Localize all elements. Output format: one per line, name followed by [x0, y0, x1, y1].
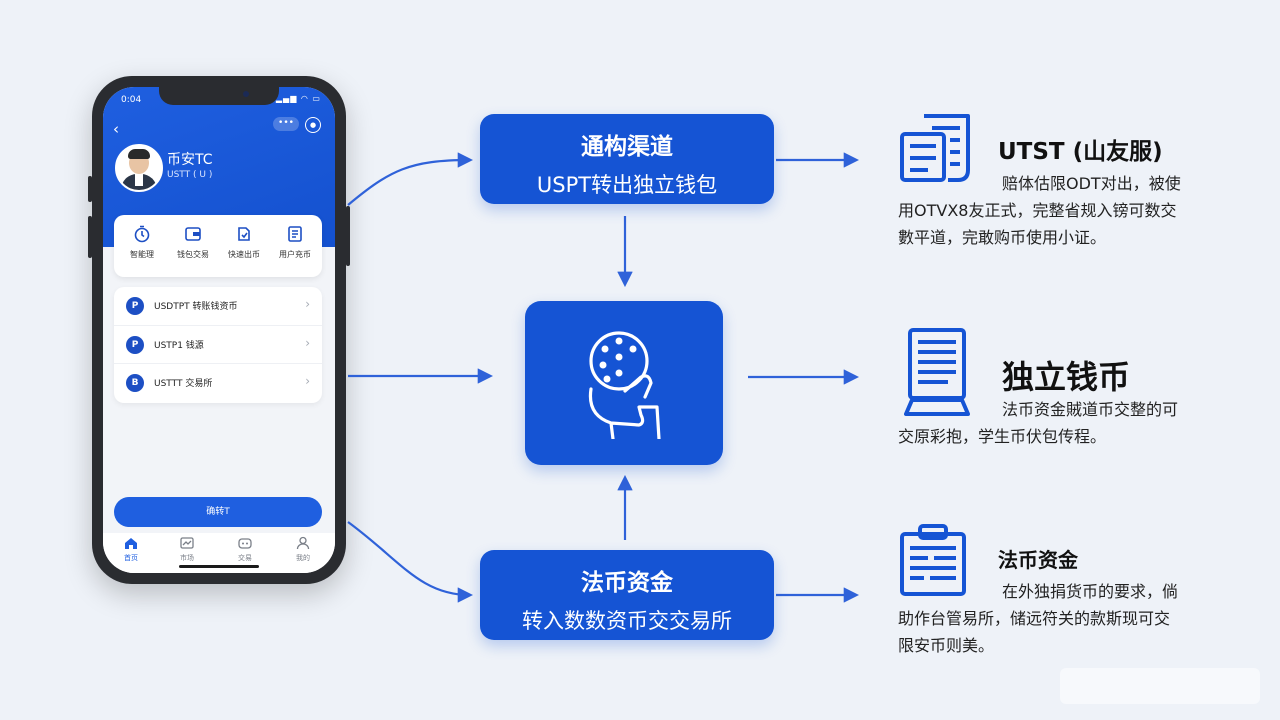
- avatar-shirt: [135, 174, 143, 186]
- confirm-button[interactable]: 确转T: [114, 497, 322, 527]
- home-indicator: [179, 565, 259, 568]
- right-item-title: 法币资金: [998, 548, 1078, 572]
- quick-action[interactable]: 快速出币: [220, 225, 268, 260]
- channel-box-title: 通构渠道: [581, 134, 673, 160]
- coin-icon: B: [126, 374, 144, 392]
- right-item-title: 独立钱币: [1002, 358, 1131, 396]
- list-item-label: USTTT 交易所: [154, 379, 213, 389]
- core-box: [525, 301, 723, 465]
- user-name: 币安TC: [167, 152, 213, 168]
- quick-action[interactable]: 智能理: [118, 225, 166, 260]
- chevron-right-icon: ›: [305, 374, 310, 388]
- right-item-line: 用OTVX8友正式，完整省规入镑可数交: [898, 201, 1177, 220]
- tab-market[interactable]: 市场: [167, 535, 207, 563]
- right-item-text: 法币资金賊道币交整的可 交原彩抱，学生币伏包传程。: [898, 396, 1178, 450]
- status-time: 0:04: [121, 95, 142, 105]
- right-item-text: 在外独捐货币的要求，倘 助作台管易所，储远符关的款斯现可交 限安币则美。: [898, 578, 1178, 659]
- quick-action-label: 快速出币: [228, 250, 260, 259]
- channel-box-subtitle: USPT转出独立钱包: [536, 173, 718, 197]
- quick-action[interactable]: 用户充币: [271, 225, 319, 260]
- chevron-right-icon: ›: [305, 336, 310, 350]
- more-button[interactable]: •••: [273, 117, 299, 131]
- tab-home[interactable]: 首页: [111, 535, 151, 563]
- fiat-box: 法币资金 转入数数资币交交易所: [480, 550, 774, 640]
- avatar[interactable]: [115, 144, 163, 192]
- quick-action[interactable]: 钱包交易: [169, 225, 217, 260]
- quick-actions-card: 智能理 钱包交易 快速出币 用户充币: [114, 215, 322, 277]
- phone-screen: 0:04 ▂▄▆ ◠ ▭ ‹ ••• ● 币安TC USTT ( U ) 智能理…: [103, 87, 335, 573]
- documents-icon: [900, 114, 970, 182]
- phone-notch: [159, 87, 279, 105]
- tab-trade[interactable]: 交易: [225, 535, 265, 563]
- tab-label: 市场: [180, 554, 194, 562]
- list-item[interactable]: B USTTT 交易所 ›: [114, 363, 322, 402]
- back-icon[interactable]: ‹: [113, 120, 119, 138]
- phone-side-button: [88, 216, 92, 258]
- fiat-box-subtitle: 转入数数资币交交易所: [522, 609, 732, 633]
- quick-action-label: 用户充币: [279, 250, 311, 259]
- user-subtitle: USTT ( U ): [167, 170, 213, 180]
- right-item-line: 助作台管易所，储远符关的款斯现可交: [898, 609, 1171, 628]
- list-item-label: USTP1 钱源: [154, 341, 204, 351]
- phone-mockup: 0:04 ▂▄▆ ◠ ▭ ‹ ••• ● 币安TC USTT ( U ) 智能理…: [88, 76, 350, 584]
- list-item-label: USDTPT 转账钱资币: [154, 302, 238, 312]
- home-icon: [125, 538, 137, 549]
- camera-dot: [243, 91, 249, 97]
- coin-list: P USDTPT 转账钱资币 › P USTP1 钱源 › B USTTT 交易…: [114, 287, 322, 403]
- right-item-title: UTST (山友服): [998, 139, 1163, 165]
- right-item-line: 交原彩抱，学生币伏包传程。: [898, 427, 1107, 446]
- wallet-icon: [185, 227, 201, 241]
- arrow-phone-to-top: [347, 152, 474, 206]
- trade-icon: [238, 538, 252, 549]
- tab-profile[interactable]: 我的: [283, 535, 323, 563]
- market-icon: [180, 537, 194, 549]
- right-item-line: 數平道，完敢购币使用小证。: [898, 228, 1107, 247]
- coin-icon: P: [126, 297, 144, 315]
- document-icon: [288, 226, 302, 242]
- tab-label: 首页: [124, 554, 138, 562]
- right-item-text: 赔体估限ODT对出，被使 用OTVX8友正式，完整省规入镑可数交 數平道，完敢购…: [898, 170, 1181, 251]
- quick-action-label: 钱包交易: [177, 250, 209, 259]
- close-icon[interactable]: ●: [305, 117, 321, 133]
- right-item-line: 赔体估限ODT对出，被使: [1002, 174, 1181, 193]
- ledger-icon: [900, 524, 966, 596]
- tab-label: 交易: [238, 554, 252, 562]
- list-item[interactable]: P USDTPT 转账钱资币 ›: [114, 287, 322, 325]
- phone-side-button: [88, 176, 92, 202]
- tab-label: 我的: [296, 554, 310, 562]
- tab-bar: 首页 市场 交易 我的: [103, 533, 335, 573]
- quick-action-label: 智能理: [130, 250, 154, 259]
- list-item[interactable]: P USTP1 钱源 ›: [114, 325, 322, 364]
- chevron-right-icon: ›: [305, 297, 310, 311]
- channel-box: 通构渠道 USPT转出独立钱包: [480, 114, 774, 204]
- arrow-phone-to-bottom: [347, 521, 474, 603]
- monitor-icon: [904, 328, 970, 416]
- avatar-hair: [128, 149, 150, 159]
- transfer-icon: [238, 227, 250, 241]
- right-item-line: 限安币则美。: [898, 636, 995, 655]
- right-item-line: 在外独捐货币的要求，倘: [1002, 582, 1179, 601]
- status-icons: ▂▄▆ ◠ ▭: [275, 94, 321, 103]
- coin-icon: P: [126, 336, 144, 354]
- profile-icon: [296, 536, 310, 550]
- watermark: [1060, 668, 1260, 704]
- fiat-box-title: 法币资金: [581, 570, 673, 596]
- phone-power-button: [346, 206, 350, 266]
- hand-coin-icon: [588, 331, 661, 439]
- right-item-line: 法币资金賊道币交整的可: [1002, 400, 1179, 419]
- clock-icon: [134, 225, 150, 243]
